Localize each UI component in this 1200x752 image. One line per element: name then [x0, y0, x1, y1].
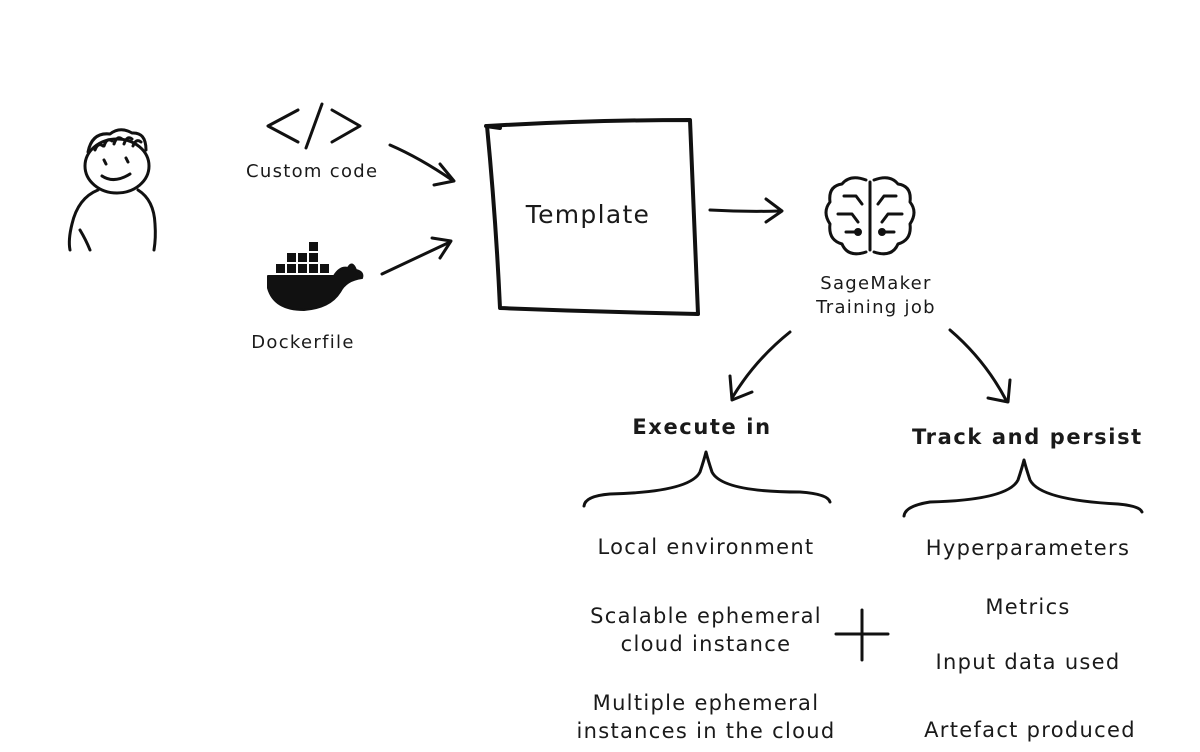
track-item-metrics: Metrics [985, 595, 1071, 619]
execute-title: Execute in [632, 415, 772, 439]
sagemaker-label: SageMaker Training job [808, 272, 944, 321]
docker-whale-icon [267, 242, 364, 311]
execute-item-local: Local environment [597, 535, 815, 559]
arrow-docker-to-template [380, 236, 453, 276]
arrow-code-to-template [388, 143, 456, 187]
arrow-to-track [948, 328, 1012, 404]
code-brackets-icon [266, 102, 362, 150]
brain-circuit-icon [824, 176, 916, 256]
plus-symbol [834, 608, 890, 662]
arrow-template-to-sagemaker [708, 197, 784, 224]
arrow-to-execute [728, 330, 792, 402]
template-label: Template [525, 200, 651, 229]
execute-item-multiple: Multiple ephemeral instances in the clou… [566, 689, 846, 746]
track-item-input-data: Input data used [935, 650, 1121, 674]
sagemaker-line2: Training job [816, 297, 936, 319]
template-box [485, 118, 700, 316]
track-brace [902, 458, 1144, 518]
custom-code-label: Custom code [246, 161, 379, 182]
execute-item-scalable-line1: Scalable ephemeral [590, 604, 822, 628]
sagemaker-line1: SageMaker [820, 273, 932, 294]
execute-brace [582, 450, 832, 508]
execute-item-scalable: Scalable ephemeral cloud instance [586, 602, 826, 659]
track-title: Track and persist [912, 425, 1143, 449]
person-icon [67, 128, 157, 252]
execute-item-multiple-line1: Multiple ephemeral [592, 691, 820, 715]
dockerfile-label: Dockerfile [251, 332, 355, 353]
track-item-artefact: Artefact produced [924, 718, 1136, 742]
track-item-hyperparameters: Hyperparameters [925, 536, 1131, 560]
execute-item-multiple-line2: instances in the cloud [576, 719, 836, 744]
execute-item-scalable-line2: cloud instance [620, 632, 792, 657]
